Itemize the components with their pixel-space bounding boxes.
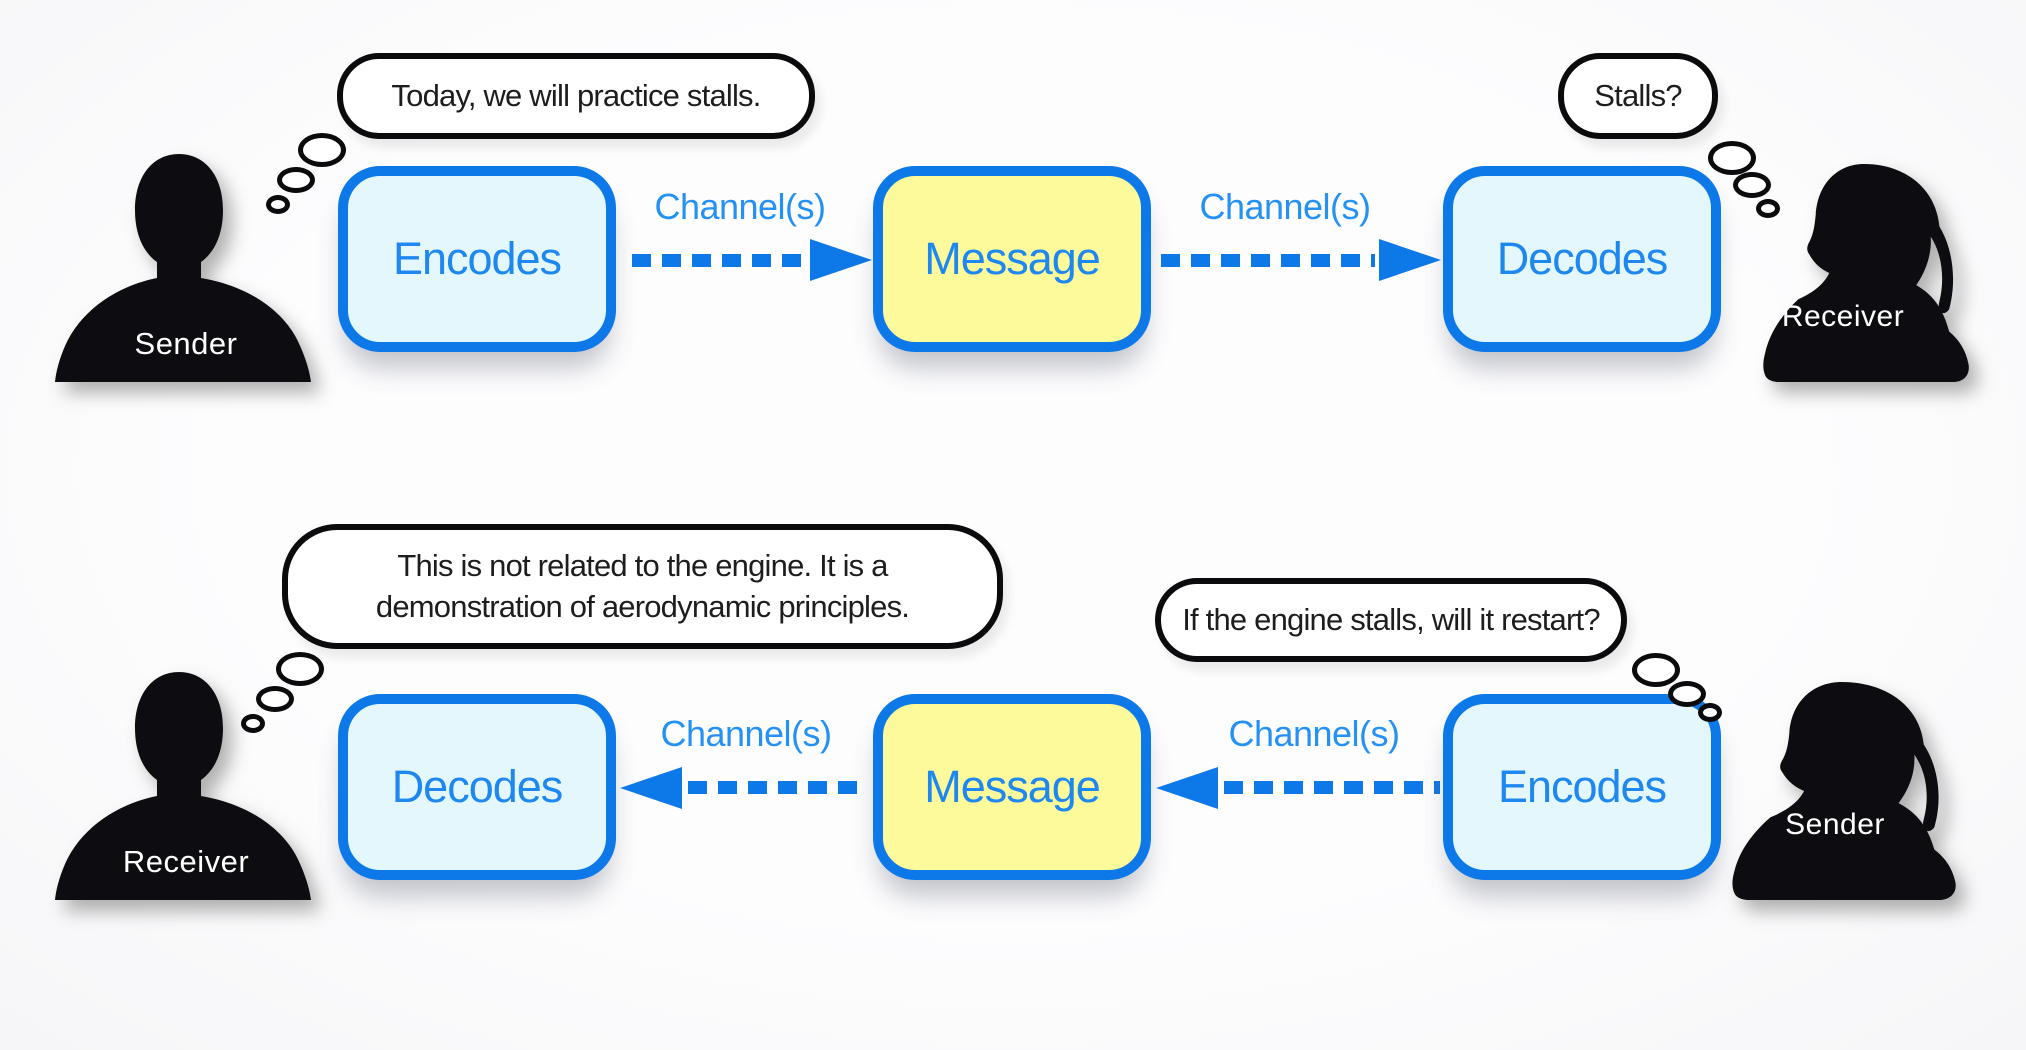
thought-dot-medium	[277, 167, 315, 193]
male-bust-icon	[55, 154, 311, 382]
thought-dot-medium	[1733, 172, 1771, 198]
bottom-message-box: Message	[873, 694, 1151, 880]
silhouette-path	[1763, 164, 1969, 382]
arrowhead-right-icon	[1379, 239, 1441, 281]
encodes-label: Encodes	[1497, 761, 1667, 812]
thought-dot-small	[241, 714, 265, 733]
thought-dot-medium	[1668, 681, 1706, 707]
bottom-receiver-thought-bubble: This is not related to the engine. It is…	[282, 524, 1003, 649]
female-bust-icon	[1763, 164, 1969, 382]
bottom-sender-label: Sender	[1785, 808, 1885, 841]
arrowhead-left-icon	[620, 767, 682, 809]
thought-dot-small	[1698, 703, 1722, 722]
bottom-sender-silhouette	[1718, 676, 1970, 900]
male-bust-icon	[55, 672, 311, 900]
top-receiver-label: Receiver	[1781, 300, 1905, 333]
thought-text: If the engine stalls, will it restart?	[1182, 601, 1600, 637]
bottom-decodes-box: Decodes	[338, 694, 616, 880]
top-message-box: Message	[873, 166, 1151, 352]
thought-text-line1: This is not related to the engine. It is…	[397, 547, 888, 583]
top-channel-right-label: Channel(s)	[1199, 186, 1371, 227]
top-decodes-box: Decodes	[1443, 166, 1721, 352]
encodes-label: Encodes	[392, 233, 562, 284]
thought-dot-large	[298, 133, 346, 167]
top-receiver-silhouette	[1750, 158, 1982, 382]
message-label: Message	[924, 761, 1101, 812]
bottom-receiver-silhouette	[49, 668, 323, 900]
decodes-label: Decodes	[1496, 233, 1669, 284]
dashed-arrow-line	[688, 781, 866, 794]
thought-text: Stalls?	[1594, 77, 1682, 113]
bottom-channel-right-label: Channel(s)	[1228, 713, 1400, 754]
female-bust-icon	[1732, 682, 1956, 900]
bottom-sender-thought-bubble: If the engine stalls, will it restart?	[1155, 578, 1627, 662]
decodes-label: Decodes	[391, 761, 564, 812]
message-label: Message	[924, 233, 1101, 284]
top-encodes-box: Encodes	[338, 166, 616, 352]
thought-dot-large	[1708, 141, 1756, 175]
bottom-channel-left-label: Channel(s)	[660, 713, 832, 754]
dashed-arrow-line	[1224, 781, 1440, 794]
silhouette-path	[1732, 682, 1956, 900]
thought-dot-large	[276, 652, 324, 686]
top-sender-label: Sender	[134, 326, 238, 361]
thought-text-line2: demonstration of aerodynamic principles.	[375, 588, 910, 624]
arrowhead-right-icon	[810, 239, 872, 281]
top-sender-thought-bubble: Today, we will practice stalls.	[337, 53, 815, 139]
thought-text: Today, we will practice stalls.	[391, 77, 761, 113]
dashed-arrow-line	[632, 254, 808, 267]
arrowhead-left-icon	[1156, 767, 1218, 809]
top-channel-left-label: Channel(s)	[654, 186, 826, 227]
bottom-encodes-box: Encodes	[1443, 694, 1721, 880]
top-sender-silhouette	[49, 150, 323, 382]
top-receiver-thought-bubble: Stalls?	[1558, 53, 1718, 139]
thought-dot-small	[266, 195, 290, 214]
thought-dot-small	[1756, 199, 1780, 218]
bottom-receiver-label: Receiver	[122, 844, 250, 879]
thought-dot-medium	[256, 686, 294, 712]
thought-dot-large	[1632, 653, 1680, 687]
silhouette-path	[55, 672, 311, 900]
silhouette-path	[55, 154, 311, 382]
dashed-arrow-line	[1161, 254, 1375, 267]
